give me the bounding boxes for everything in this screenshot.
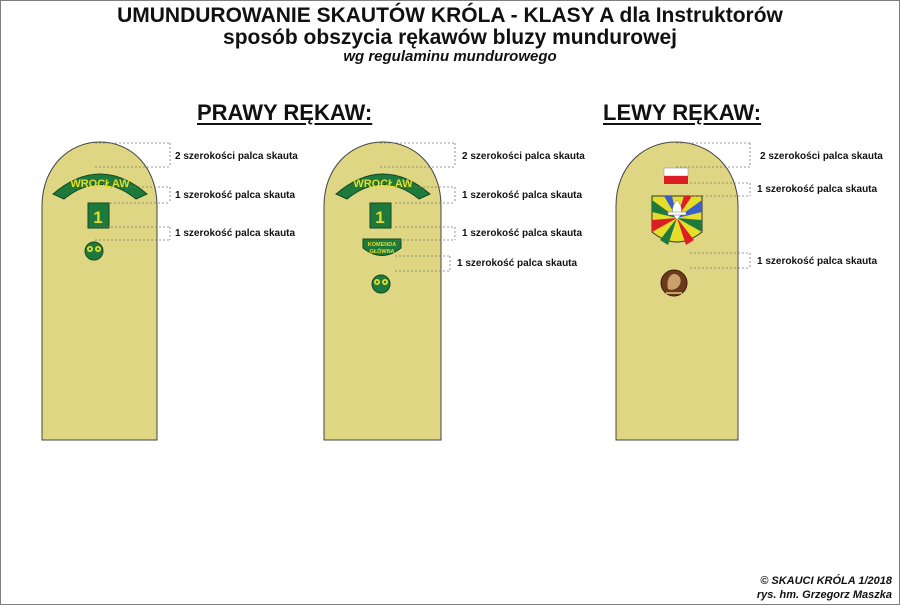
measure-guides bbox=[95, 142, 751, 272]
number-patch-b bbox=[369, 202, 392, 229]
komenda-text-line2: GŁÓWNA bbox=[369, 247, 394, 255]
measure-label: 1 szerokość palca skauta bbox=[462, 228, 583, 239]
page-note: wg regulaminu mundurowego bbox=[343, 48, 557, 65]
komenda-text-line1: KOMENDA bbox=[368, 242, 396, 248]
komenda-glowna-patch bbox=[362, 238, 402, 256]
sleeve-right-a bbox=[41, 141, 158, 441]
city-tab-patch-a bbox=[52, 173, 148, 200]
measure-label: 1 szerokość palca skauta bbox=[757, 256, 878, 267]
measure-label: 1 szerokość palca skauta bbox=[175, 228, 296, 239]
measure-label: 1 szerokość palca skauta bbox=[175, 190, 296, 201]
city-tab-patch-b bbox=[335, 173, 431, 200]
city-tab-text-b: WROCŁAW bbox=[353, 178, 413, 190]
measure-label: 1 szerokość palca skauta bbox=[457, 258, 578, 269]
measure-label: 2 szerokości palca skauta bbox=[175, 151, 298, 162]
brown-round-badge bbox=[660, 269, 688, 297]
credit-author: rys. hm. Grzegorz Maszka bbox=[756, 589, 892, 601]
heading-right-sleeve: PRAWY RĘKAW: bbox=[197, 100, 373, 125]
credit-copyright: © SKAUCI KRÓLA 1/2018 bbox=[760, 575, 892, 587]
page-subtitle: sposób obszycia rękawów bluzy mundurowej bbox=[223, 26, 677, 49]
heading-left-sleeve: LEWY RĘKAW: bbox=[603, 100, 762, 125]
page-title: UMUNDUROWANIE SKAUTÓW KRÓLA - KLASY A dl… bbox=[117, 4, 783, 27]
shield-badge bbox=[651, 195, 703, 245]
measure-label: 1 szerokość palca skauta bbox=[462, 190, 583, 201]
number-patch-text-b: 1 bbox=[375, 208, 384, 227]
owl-badge-b bbox=[371, 274, 391, 294]
measure-label: 1 szerokość palca skauta bbox=[757, 184, 878, 195]
measure-label: 2 szerokości palca skauta bbox=[760, 151, 883, 162]
polish-flag-patch bbox=[663, 167, 689, 184]
owl-badge-a bbox=[84, 241, 104, 261]
number-patch-a bbox=[87, 202, 110, 229]
measure-label: 2 szerokości palca skauta bbox=[462, 151, 585, 162]
city-tab-text-a: WROCŁAW bbox=[70, 178, 130, 190]
number-patch-text-a: 1 bbox=[93, 208, 102, 227]
